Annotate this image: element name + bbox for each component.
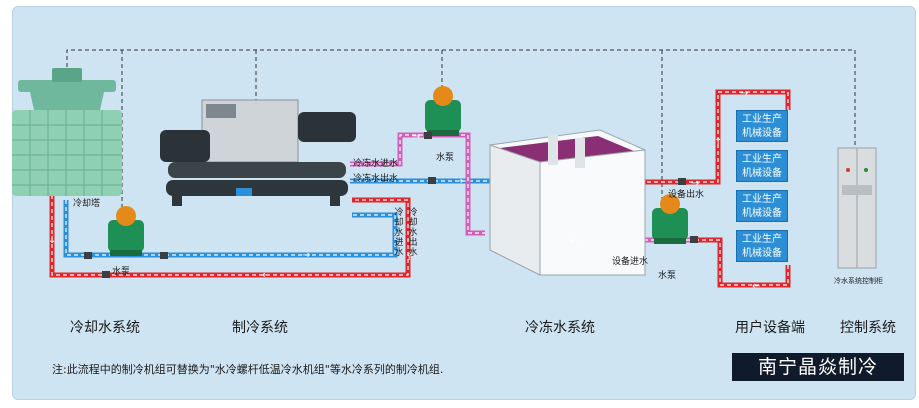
equipment-outlet-label: 设备出水 — [668, 190, 705, 200]
svg-text:→: → — [302, 250, 310, 261]
equipment-inlet-label: 设备进水 — [612, 257, 649, 267]
section-title-user: 用户设备端 — [735, 320, 805, 336]
svg-text:↓: ↓ — [48, 235, 56, 246]
section-title-cooling: 冷却水系统 — [70, 320, 140, 336]
water-pump-top-label: 水泵 — [436, 153, 455, 163]
user-equipment-label-1: 工业生产 机械设备 — [742, 114, 782, 139]
svg-text:↑: ↑ — [714, 137, 722, 148]
control-cabinet-icon — [837, 147, 877, 269]
user-equipment-box-1: 工业生产 机械设备 — [736, 110, 788, 142]
user-equipment-box-2: 工业生产 机械设备 — [736, 150, 788, 182]
cooling-water-out-label: 冷却水出水 — [408, 208, 418, 258]
brand-watermark: 南宁晶焱制冷 — [732, 353, 904, 381]
footnote: 注:此流程中的制冷机组可替换为"水冷螺杆低温冷水机组"等水冷系列的制冷机组. — [52, 363, 444, 376]
svg-text:←: ← — [752, 281, 760, 292]
water-pump-right-icon — [652, 194, 688, 244]
user-equipment-box-4: 工业生产 机械设备 — [736, 230, 788, 262]
user-equipment-label-3: 工业生产 机械设备 — [742, 194, 782, 219]
svg-text:↑: ↑ — [392, 232, 400, 243]
control-cabinet-label: 冷水系统控制柜 — [834, 277, 883, 285]
cooling-hot-pipe — [49, 195, 411, 278]
water-pump-left-label: 水泵 — [112, 267, 131, 277]
water-pump-top-icon — [425, 86, 461, 136]
water-pump-right-label: 水泵 — [658, 271, 677, 281]
section-title-control: 控制系统 — [840, 320, 896, 336]
cooling-tower-label: 冷却塔 — [73, 199, 101, 209]
svg-text:→: → — [412, 131, 420, 142]
svg-text:→: → — [740, 88, 748, 99]
chilled-water-in-label: 冷冻水进水 — [353, 159, 399, 169]
chilled-water-out-label: 冷冻水出水 — [353, 174, 399, 184]
user-equipment-label-2: 工业生产 机械设备 — [742, 154, 782, 179]
svg-text:←: ← — [570, 236, 578, 247]
cooling-water-in-label: 冷却水进水 — [394, 208, 404, 258]
user-equipment-label-4: 工业生产 机械设备 — [742, 234, 782, 259]
cooling-hot-pipe-inner — [51, 195, 409, 276]
svg-text:→: → — [455, 176, 463, 187]
water-pump-left-icon — [108, 206, 144, 256]
cooling-tower — [12, 68, 122, 196]
chiller-unit — [160, 99, 356, 206]
svg-text:↑: ↑ — [405, 252, 413, 263]
svg-text:→: → — [691, 178, 699, 189]
user-equipment-box-3: 工业生产 机械设备 — [736, 190, 788, 222]
section-title-chilled: 冷冻水系统 — [525, 320, 595, 336]
chilled-water-tank — [489, 129, 646, 276]
cooling-return-pipe — [49, 195, 411, 278]
flow-arrows: ↓ → ← ↑ ↑ → → → ↑ → ← ← — [48, 88, 760, 292]
section-title-refrigeration: 制冷系统 — [232, 320, 288, 336]
svg-text:←: ← — [262, 270, 270, 281]
